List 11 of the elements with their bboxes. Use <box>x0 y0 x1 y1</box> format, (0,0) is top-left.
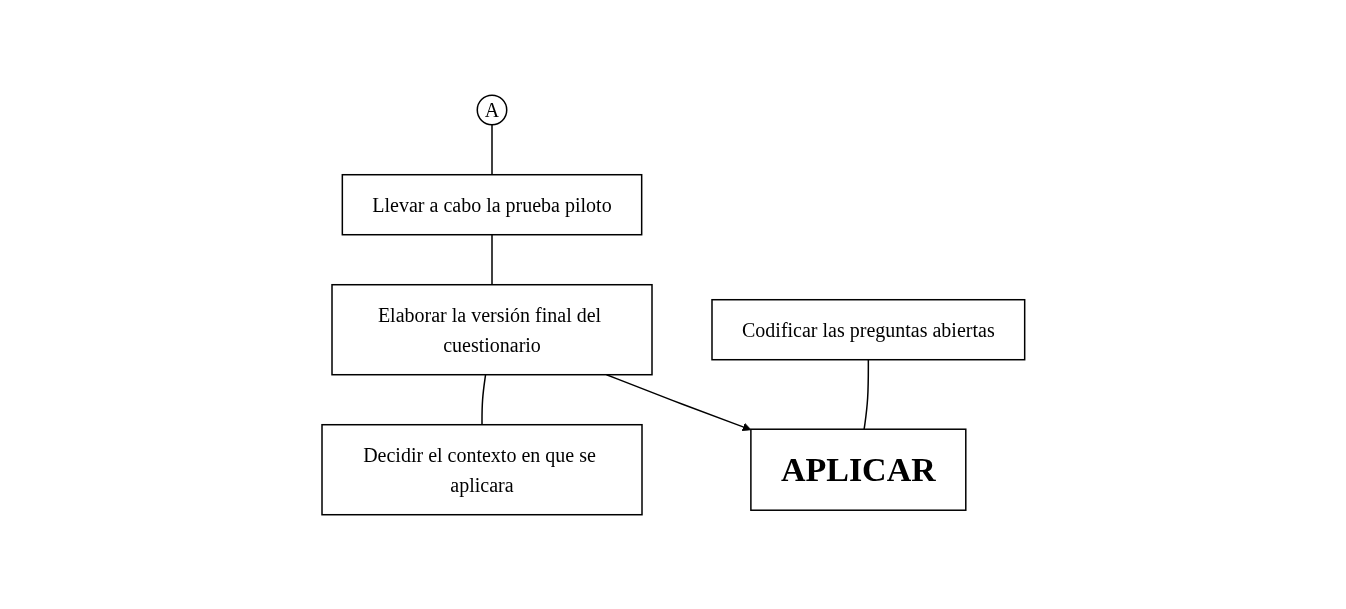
node-box: Codificar las preguntas abiertas <box>710 298 1026 361</box>
node-box: Elaborar la versión final del cuestionario <box>330 283 653 376</box>
connector <box>490 233 493 286</box>
node-box: APLICAR <box>749 428 967 511</box>
connector <box>863 358 869 430</box>
connector <box>480 373 486 426</box>
connector <box>490 123 493 176</box>
arrow <box>605 373 751 431</box>
node-box: Decidir el contexto en que se aplicara <box>320 423 643 516</box>
node-circle: A <box>476 94 508 126</box>
node-box: Llevar a cabo la prueba piloto <box>341 173 643 236</box>
